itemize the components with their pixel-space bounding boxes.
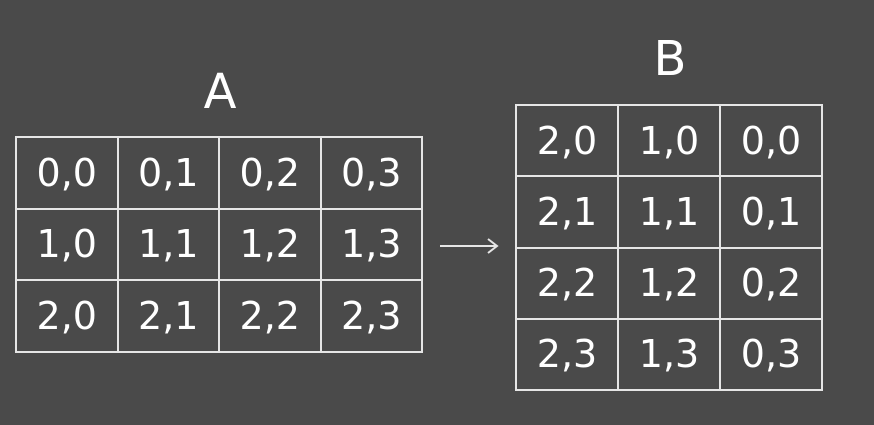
right-arrow-icon bbox=[440, 238, 499, 254]
matrix-b-cell: 2,2 bbox=[517, 248, 619, 320]
matrix-b-cell: 1,3 bbox=[619, 319, 721, 391]
matrix-b-cell: 2,1 bbox=[517, 177, 619, 249]
matrix-a-cell: 1,1 bbox=[118, 209, 220, 282]
matrix-b-cell: 0,3 bbox=[721, 319, 823, 391]
matrix-b-cell: 0,0 bbox=[721, 106, 823, 178]
matrix-b-cell: 1,1 bbox=[619, 177, 721, 249]
matrix-a-cell: 1,3 bbox=[321, 209, 423, 282]
matrix-b-cell: 2,3 bbox=[517, 319, 619, 391]
matrix-a-cell: 0,3 bbox=[321, 138, 423, 210]
matrix-a-cell: 0,2 bbox=[220, 138, 322, 210]
matrix-a-title: A bbox=[203, 64, 237, 120]
matrix-a-cell: 2,3 bbox=[321, 281, 423, 353]
matrix-b-cell: 0,2 bbox=[721, 248, 823, 320]
matrix-a-cell: 1,2 bbox=[220, 209, 322, 282]
matrix-b-cell: 2,0 bbox=[517, 106, 619, 178]
matrix-a-cell: 2,1 bbox=[118, 281, 220, 353]
matrix-b-cell: 0,1 bbox=[721, 177, 823, 249]
matrix-b-cell: 1,2 bbox=[619, 248, 721, 320]
matrix-a-cell: 2,2 bbox=[220, 281, 322, 353]
matrix-b-title: B bbox=[653, 31, 687, 87]
matrix-a-cell: 2,0 bbox=[17, 281, 119, 353]
matrix-a-cell: 0,1 bbox=[118, 138, 220, 210]
matrix-b-grid: 2,0 1,0 0,0 2,1 1,1 0,1 2,2 1,2 0,2 2,3 … bbox=[515, 104, 823, 391]
matrix-a-cell: 0,0 bbox=[17, 138, 119, 210]
matrix-a-grid: 0,0 0,1 0,2 0,3 1,0 1,1 1,2 1,3 2,0 2,1 … bbox=[15, 136, 423, 353]
matrix-a-cell: 1,0 bbox=[17, 209, 119, 282]
matrix-b-cell: 1,0 bbox=[619, 106, 721, 178]
